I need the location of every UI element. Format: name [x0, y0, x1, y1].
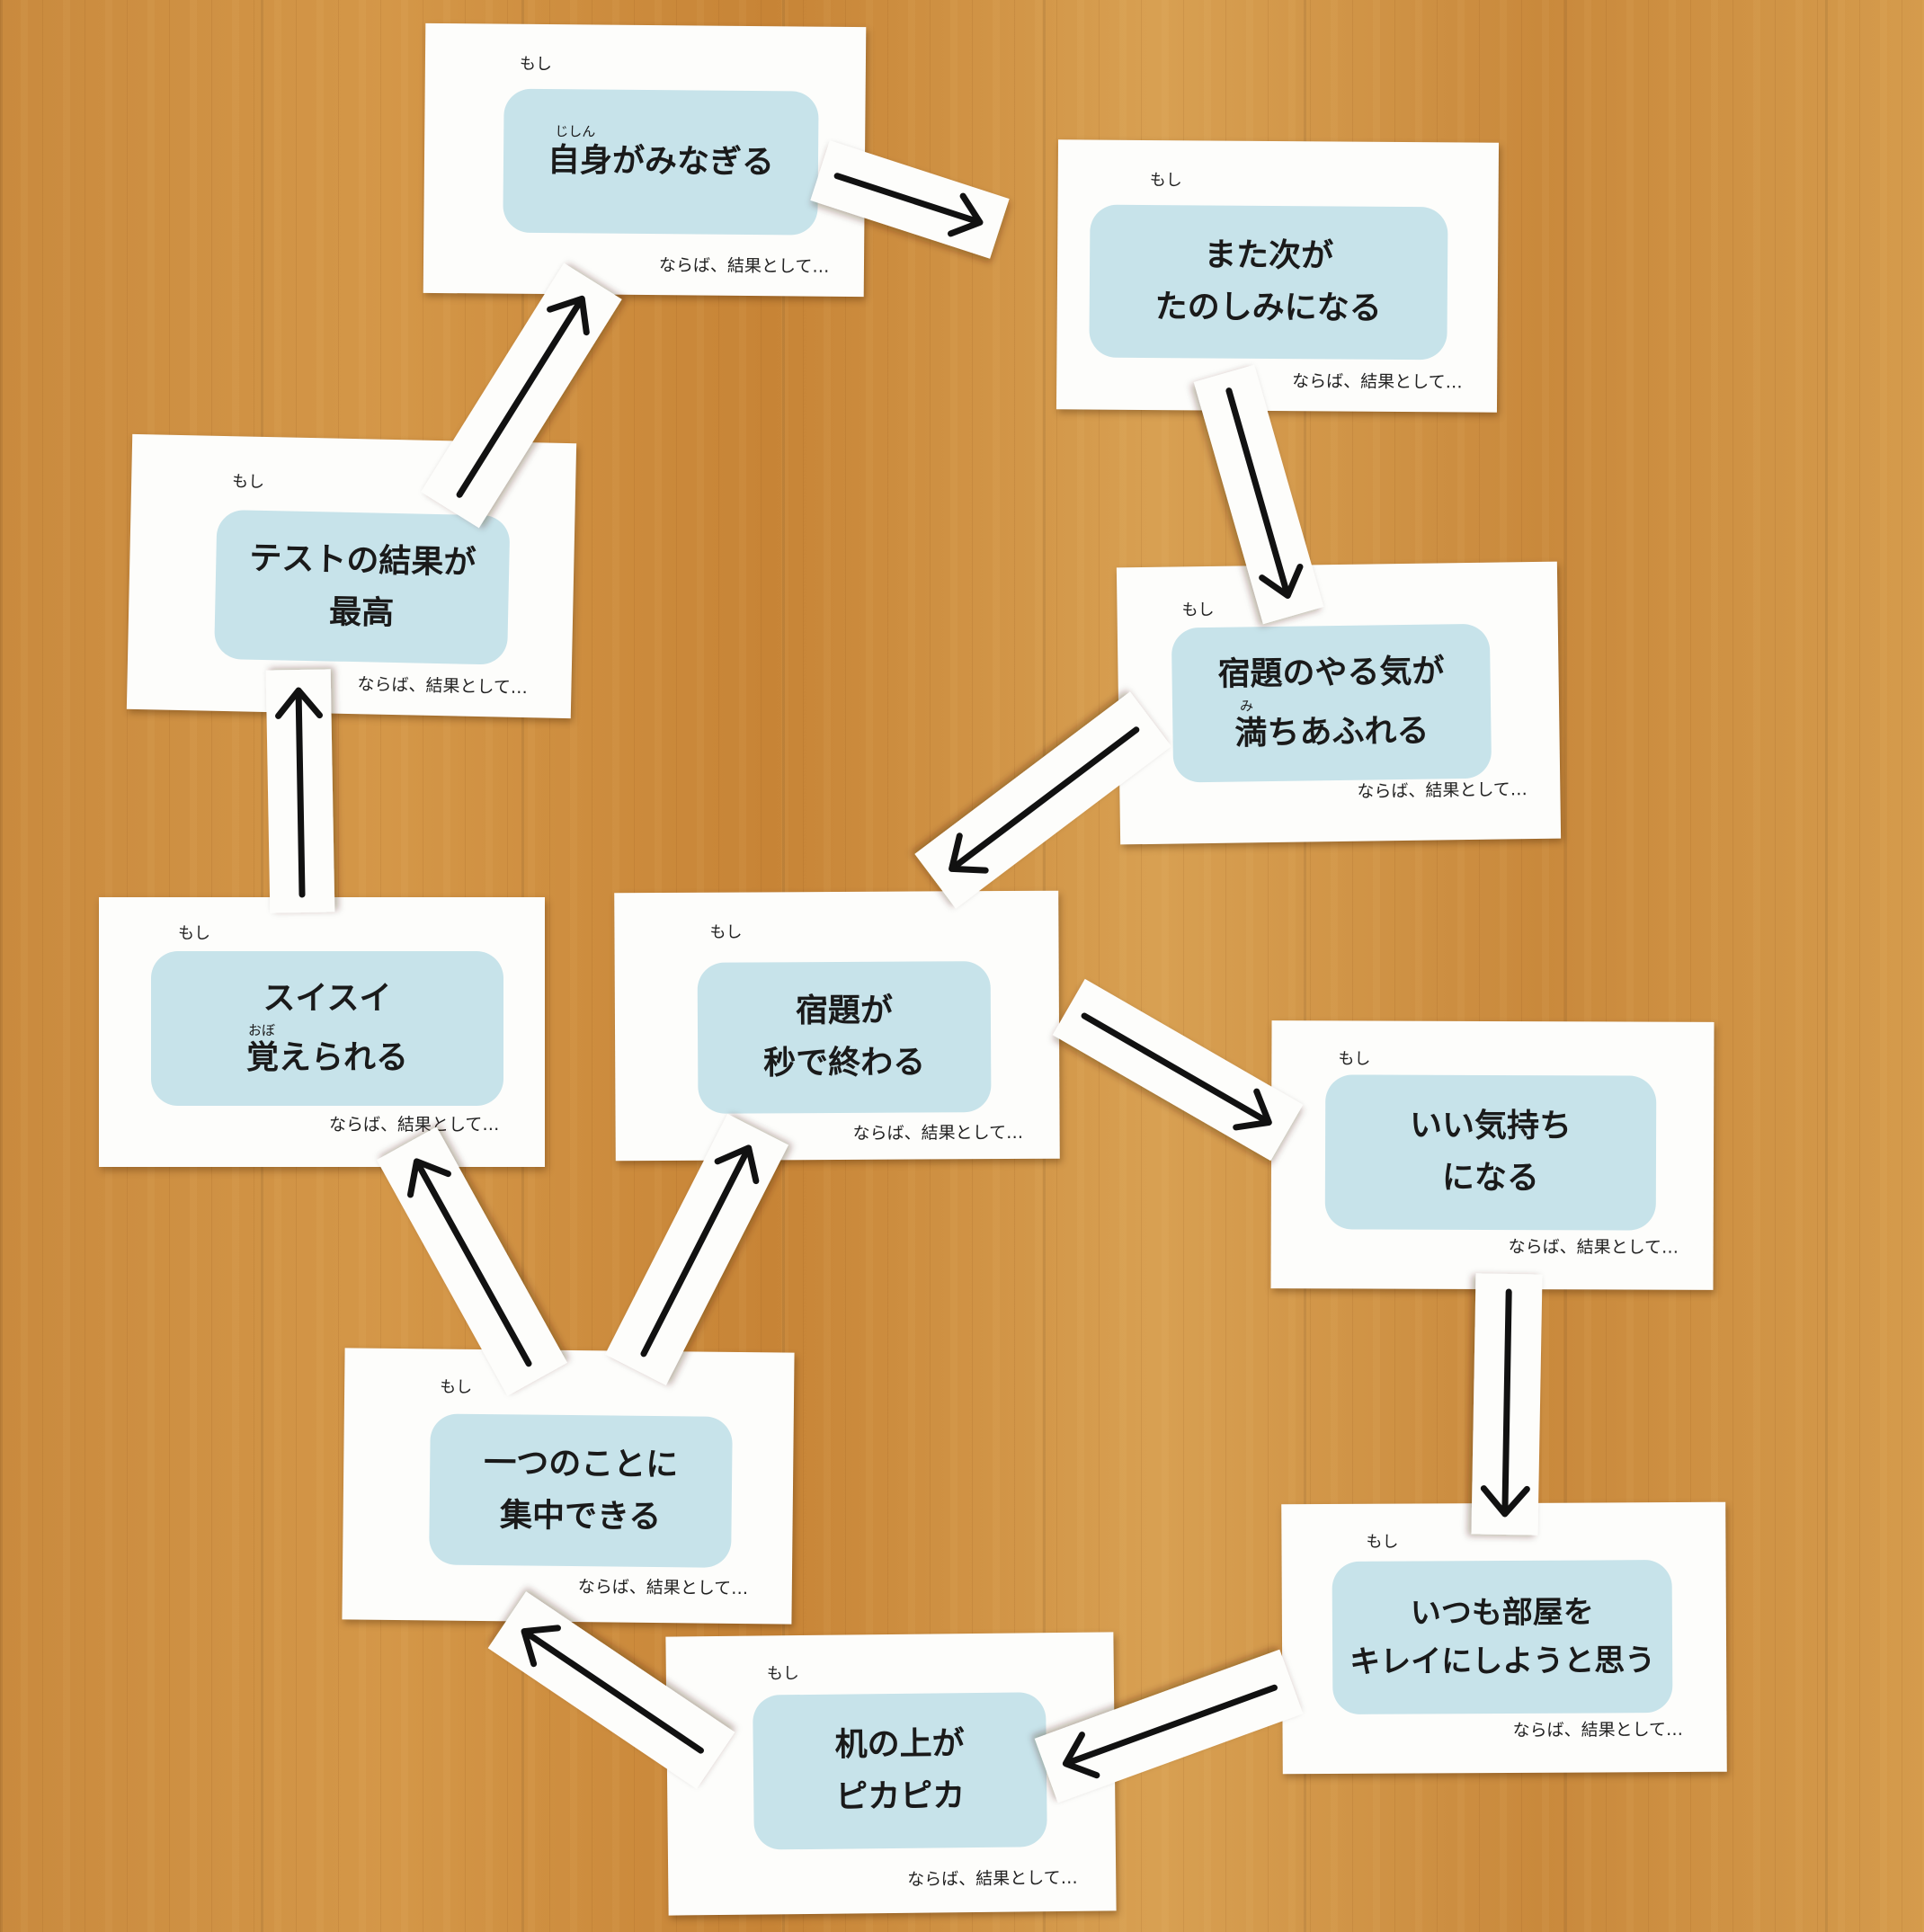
card-ruby: おぼ: [247, 1022, 275, 1038]
arrow-right-down-icon: [1052, 978, 1304, 1162]
card-line2: になる: [1441, 1159, 1539, 1197]
card-footer: ならば、結果として…: [577, 1577, 749, 1599]
card-line2: 秒で終わる: [763, 1044, 926, 1082]
card-line1: 宿題が: [795, 993, 894, 1030]
card-motivation: もし 宿題のやる気が み満ちあふれる ならば、結果として…: [1116, 561, 1562, 845]
card-panel: また次が たのしみになる: [1089, 204, 1448, 361]
card-look-forward: もし また次が たのしみになる ならば、結果として…: [1056, 139, 1500, 413]
card-line1: いつも部屋を: [1410, 1594, 1594, 1632]
card-line2: 集中できる: [499, 1497, 662, 1536]
card-line1: スイスイ: [263, 980, 392, 1018]
arrow-down-icon: [1471, 1273, 1543, 1536]
card-test-result: もし テストの結果が 最高 ならば、結果として…: [126, 433, 577, 719]
card-line2: 最高: [328, 593, 395, 632]
card-footer: ならば、結果として…: [907, 1867, 1078, 1890]
card-line1: 机の上が: [834, 1725, 965, 1765]
card-footer: ならば、結果として…: [658, 255, 830, 277]
card-panel: 一つのことに 集中できる: [429, 1413, 733, 1568]
card-ruby: み: [1239, 698, 1254, 715]
card-text: 自身がみなぎる: [547, 142, 775, 182]
card-panel: 宿題のやる気が み満ちあふれる: [1171, 623, 1492, 783]
card-panel: いい気持ち になる: [1324, 1074, 1657, 1231]
card-prefix: もし: [709, 922, 743, 942]
card-prefix: もし: [178, 924, 210, 943]
card-confidence: もし じしん自身がみなぎる ならば、結果として…: [423, 22, 867, 298]
card-line1: 宿題のやる気が: [1217, 653, 1445, 694]
card-line2: たのしみになる: [1154, 289, 1382, 327]
card-line1: じしん自身がみなぎる: [547, 123, 775, 189]
card-clean-room: もし いつも部屋を キレイにしようと思う ならば、結果として…: [1281, 1501, 1727, 1775]
card-footer: ならば、結果として…: [1508, 1237, 1679, 1258]
card-line2: ピカピカ: [835, 1777, 966, 1816]
card-focus: もし 一つのことに 集中できる ならば、結果として…: [342, 1348, 795, 1625]
card-footer: ならば、結果として…: [1512, 1719, 1684, 1741]
card-prefix: もし: [519, 54, 553, 75]
card-panel: スイスイ おぼ覚えられる: [151, 951, 503, 1106]
card-panel: 机の上が ピカピカ: [753, 1692, 1047, 1850]
card-text: 満ちあふれる: [1234, 712, 1430, 752]
card-line1: いい気持ち: [1410, 1108, 1572, 1145]
card-memorize: もし スイスイ おぼ覚えられる ならば、結果として…: [99, 897, 545, 1167]
card-prefix: もし: [1338, 1049, 1371, 1069]
card-text: 覚えられる: [245, 1039, 408, 1076]
card-prefix: もし: [1181, 600, 1215, 620]
card-line1: テストの結果が: [248, 540, 477, 583]
card-prefix: もし: [1366, 1532, 1399, 1552]
card-prefix: もし: [231, 472, 265, 492]
card-footer: ならば、結果として…: [1357, 779, 1528, 802]
card-panel: いつも部屋を キレイにしようと思う: [1332, 1560, 1673, 1714]
card-homework-fast: もし 宿題が 秒で終わる ならば、結果として…: [614, 890, 1060, 1162]
card-clean-desk: もし 机の上が ピカピカ ならば、結果として…: [665, 1632, 1117, 1916]
card-line2: み満ちあふれる: [1234, 698, 1430, 761]
card-good-feeling: もし いい気持ち になる ならば、結果として…: [1270, 1020, 1715, 1290]
card-line1: 一つのことに: [484, 1445, 679, 1484]
card-panel: 宿題が 秒で終わる: [697, 961, 992, 1114]
card-ruby: じしん: [555, 123, 596, 140]
card-line1: また次が: [1203, 236, 1334, 275]
card-prefix: もし: [766, 1664, 799, 1684]
card-footer: ならば、結果として…: [357, 674, 529, 699]
card-panel: テストの結果が 最高: [214, 509, 511, 665]
card-line2: おぼ覚えられる: [245, 1022, 408, 1084]
card-line2: キレイにしようと思う: [1349, 1643, 1656, 1680]
card-panel: じしん自身がみなぎる: [503, 88, 819, 236]
card-footer: ならば、結果として…: [852, 1122, 1024, 1144]
card-prefix: もし: [440, 1377, 473, 1397]
card-prefix: もし: [1149, 171, 1182, 191]
card-footer: ならば、結果として…: [1292, 371, 1463, 393]
card-footer: ならば、結果として…: [329, 1115, 500, 1135]
